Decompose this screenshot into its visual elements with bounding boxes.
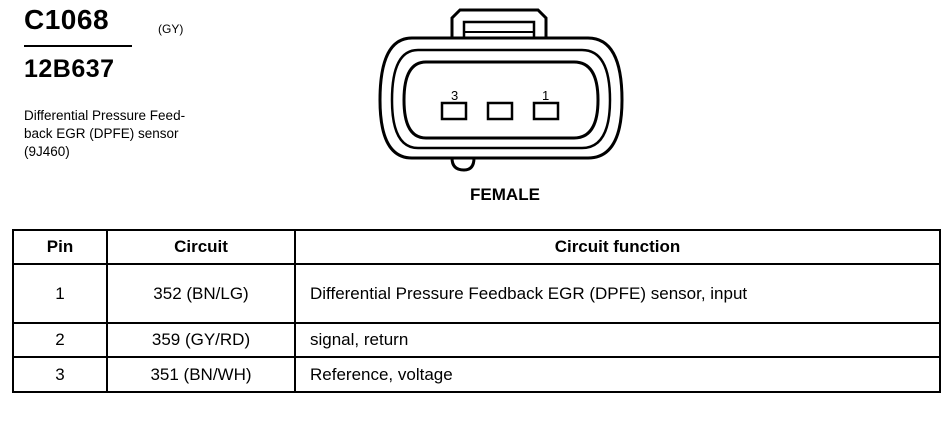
circuit-cell: 352 (BN/LG) — [106, 263, 296, 324]
connector-face-outline — [402, 60, 600, 140]
function-cell: signal, return — [294, 322, 941, 358]
table-row: 3 351 (BN/WH) Reference, voltage — [12, 356, 941, 393]
pin-table: Pin Circuit Circuit function 1 352 (BN/L… — [12, 229, 941, 393]
connector-housing-ring — [390, 48, 612, 150]
pin-label: 3 — [451, 88, 458, 103]
part-number: 12B637 — [24, 55, 115, 83]
column-header-pin: Pin — [12, 229, 108, 265]
connector-housing-outline — [378, 36, 624, 160]
column-header-circuit-function: Circuit function — [294, 229, 941, 265]
pin-1-socket — [532, 101, 560, 121]
pin-cell: 3 — [12, 356, 108, 393]
pin-label: 1 — [542, 88, 549, 103]
table-row: 1 352 (BN/LG) Differential Pressure Feed… — [12, 263, 941, 324]
title-underline — [24, 45, 132, 47]
circuit-cell: 351 (BN/WH) — [106, 356, 296, 393]
column-header-circuit: Circuit — [106, 229, 296, 265]
connector-face-diagram: 3 1 — [378, 8, 624, 172]
pin-2-socket — [486, 101, 514, 121]
table-row: 2 359 (GY/RD) signal, return — [12, 322, 941, 358]
connector-gender-label: FEMALE — [470, 185, 540, 204]
description-line: Differential Pressure Feed- — [24, 108, 186, 123]
circuit-cell: 359 (GY/RD) — [106, 322, 296, 358]
connector-color: (GY) — [158, 22, 184, 36]
table-header-row: Pin Circuit Circuit function — [12, 229, 941, 265]
pin-3-socket — [440, 101, 468, 121]
description-line: (9J460) — [24, 144, 70, 159]
connector-latch-inner — [462, 20, 536, 38]
description-line: back EGR (DPFE) sensor — [24, 126, 179, 141]
connector-id: C1068 — [24, 4, 110, 35]
connector-latch — [450, 8, 548, 38]
pin-cell: 1 — [12, 263, 108, 324]
connector-key — [450, 157, 476, 172]
pin-cell: 2 — [12, 322, 108, 358]
function-cell: Reference, voltage — [294, 356, 941, 393]
function-cell: Differential Pressure Feedback EGR (DPFE… — [294, 263, 941, 324]
